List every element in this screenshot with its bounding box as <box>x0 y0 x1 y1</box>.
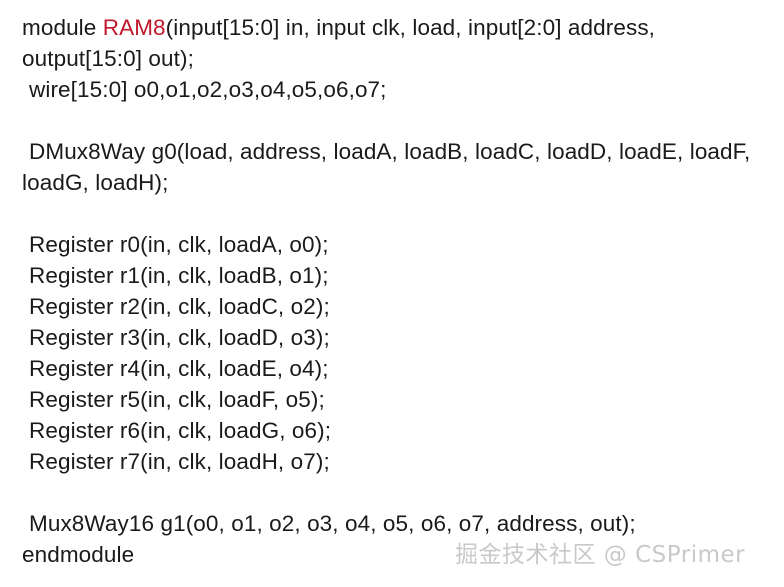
code-line-output-declaration: output[15:0] out); <box>22 46 194 71</box>
code-line-register-r1: Register r1(in, clk, loadB, o1); <box>29 263 329 288</box>
code-line-blank-3 <box>0 477 784 508</box>
code-line-register-r5: Register r5(in, clk, loadF, o5); <box>29 387 325 412</box>
code-token-module-ports: (input[15:0] in, input clk, load, input[… <box>165 15 656 40</box>
code-line-register-r0: Register r0(in, clk, loadA, o0); <box>29 232 329 257</box>
code-line-register-r3: Register r3(in, clk, loadD, o3); <box>29 325 330 350</box>
code-token-module-keyword: module <box>22 15 103 40</box>
code-line-module-declaration: module RAM8(input[15:0] in, input clk, l… <box>0 12 784 43</box>
code-block: module RAM8(input[15:0] in, input clk, l… <box>0 12 784 570</box>
watermark: 掘金技术社区 @ CSPrimer <box>455 542 746 568</box>
code-line-register-r4: Register r4(in, clk, loadE, o4); <box>29 356 329 381</box>
code-line-dmux8way-continuation: loadG, loadH); <box>22 170 169 195</box>
code-line-endmodule: endmodule <box>22 542 135 567</box>
code-line-blank-1 <box>0 105 784 136</box>
code-line-wire-declaration: wire[15:0] o0,o1,o2,o3,o4,o5,o6,o7; <box>29 77 387 102</box>
code-line-register-r7: Register r7(in, clk, loadH, o7); <box>29 449 330 474</box>
code-token-ram8-identifier: RAM8 <box>102 15 166 40</box>
code-line-mux8way16-instance: Mux8Way16 g1(o0, o1, o2, o3, o4, o5, o6,… <box>29 511 636 536</box>
code-line-register-r2: Register r2(in, clk, loadC, o2); <box>29 294 330 319</box>
code-line-dmux8way-instance: DMux8Way g0(load, address, loadA, loadB,… <box>29 139 751 164</box>
code-line-blank-2 <box>0 198 784 229</box>
code-line-register-r6: Register r6(in, clk, loadG, o6); <box>29 418 332 443</box>
